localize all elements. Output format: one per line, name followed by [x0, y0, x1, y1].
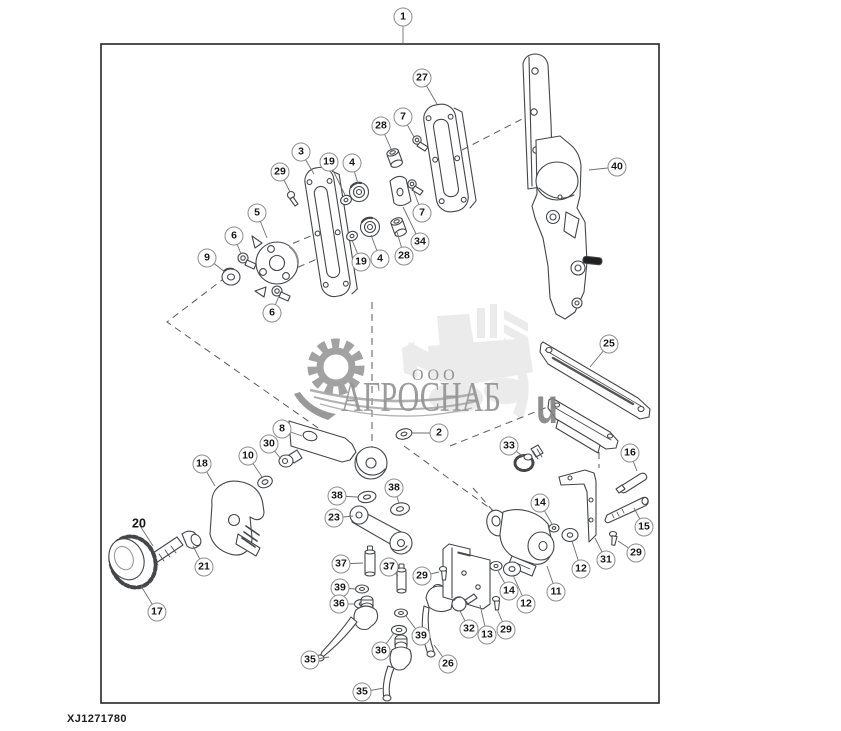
part-36-washer-right: [390, 624, 408, 636]
part-29-screw-mid: [438, 565, 448, 581]
part-39-washer-left: [354, 584, 370, 594]
part-4-bearing-lower: [359, 216, 381, 238]
part-29-screw-right: [608, 530, 618, 546]
part-18-clamp-housing: [209, 480, 265, 557]
part-29-screw-top: [286, 190, 299, 207]
callout-leader-lines: [138, 17, 645, 693]
part-27-mounting-bracket: [423, 103, 477, 213]
diagram-frame: [100, 43, 660, 704]
part-35-lever-left: [315, 595, 379, 662]
part-30-flanged-nut: [278, 449, 303, 468]
part-16-pin: [615, 472, 648, 494]
part-7-bolt-lower: [407, 179, 424, 196]
part-12-washer-lower: [502, 561, 522, 577]
part-38-washer-left: [357, 490, 377, 504]
part-13-bracket: [442, 543, 491, 610]
part-28-bushing-upper: [386, 148, 404, 168]
part-2-washer: [395, 428, 413, 440]
part-25-rail-assembly: [539, 341, 651, 454]
part-34-cam-plate: [389, 175, 412, 207]
part-14-washer-lower: [489, 560, 503, 572]
part-7-bolt-upper: [412, 135, 429, 152]
part-37-pin-right: [396, 563, 407, 594]
part-12-washer-upper: [561, 527, 579, 543]
part-38-washer-right: [390, 502, 410, 516]
part-5-flange-hub: [251, 235, 299, 298]
part-39-washer-right: [393, 608, 409, 618]
part-17-knob: [108, 534, 158, 590]
part-19-washer-lower: [346, 230, 358, 242]
part-14-washer-upper: [548, 523, 560, 533]
part-9-washer: [221, 267, 241, 286]
part-6-bolt-upper: [237, 252, 257, 270]
part-3-slotted-plate: [304, 166, 358, 298]
part-23-link-arm: [349, 505, 413, 555]
part-10-washer: [257, 475, 273, 489]
part-37-pin-left: [364, 545, 376, 577]
part-6-bolt-lower: [271, 285, 291, 302]
part-4-bearing-upper: [348, 181, 370, 203]
part-31-angle-bracket: [558, 469, 597, 543]
part-32-ball-knob: [451, 593, 478, 612]
part-33-thumbscrew: [513, 444, 544, 472]
part-40-latch-assembly: [522, 53, 603, 320]
part-8-arm: [288, 420, 388, 480]
part-21-bushing: [181, 530, 202, 549]
part-35-lever-bottom: [382, 634, 412, 702]
part-28-bushing-lower: [390, 217, 408, 237]
drawing-code: XJ1271780: [67, 713, 127, 725]
part-29-screw-bottom: [491, 595, 501, 611]
part-15-pin: [604, 496, 649, 524]
